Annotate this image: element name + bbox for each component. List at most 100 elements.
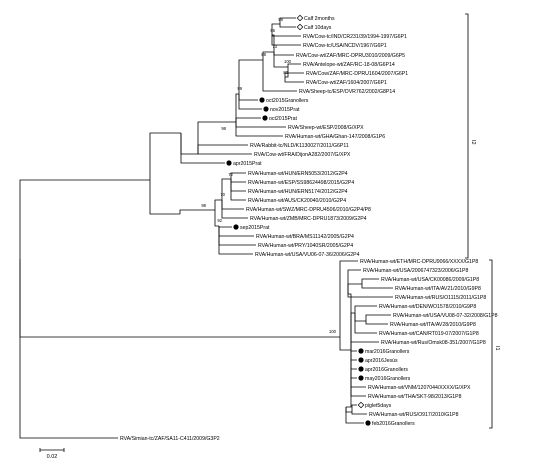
tree-branch — [262, 51, 274, 60]
tree-branch — [361, 278, 379, 284]
leaf-label: RVA/Sheep-wt/ESP/2008/G/XPX — [288, 125, 364, 131]
tree-branch — [149, 132, 181, 180]
tree-branch — [273, 52, 294, 56]
tree-branch — [221, 200, 248, 219]
sample-dot-marker — [365, 420, 371, 426]
leaf-label: RVA/Human-wt/ESP/SS98624498/2015/G2P4 — [248, 180, 354, 186]
leaf-label: Calf 2months — [304, 16, 335, 22]
leaf-label: apr2015Prat — [233, 161, 262, 167]
tree-branch — [273, 52, 288, 68]
tree-branch — [350, 350, 366, 397]
tree-branch — [351, 412, 367, 415]
sample-dot-marker — [259, 97, 265, 103]
bootstrap-value: 95 — [270, 28, 275, 33]
clade-label: I1 — [494, 346, 500, 351]
tree-branch — [218, 226, 232, 228]
leaf-label: RVA/Simian-tc/ZAF/SA11-C411/2009/G3P2 — [120, 436, 220, 442]
leaf-label: RVA/Cow-tc/IND/CR231/39/1994-1997/G6P1 — [303, 34, 407, 40]
sample-dot-marker — [263, 106, 269, 112]
leaf-label: RVA/Cow-wt/ZAF/MRC-DPRU3010/2009/G6P5 — [296, 53, 405, 59]
bootstrap-value: 88 — [261, 52, 266, 57]
tree-branch — [180, 133, 225, 164]
tree-branch — [197, 144, 248, 154]
tree-branch — [197, 121, 236, 154]
tree-branch — [238, 94, 258, 101]
bootstrap-value: 99 — [278, 17, 283, 22]
clade-bracket — [489, 259, 493, 429]
leaf-label: RVA/Cow-wt/ZAF/1604/2007/G6P1 — [306, 80, 387, 86]
leaf-label: RVA/Human-wt/ITA/AV21/2010/G9P8 — [395, 286, 481, 292]
tree-branch — [351, 404, 357, 412]
leaf-label: RVA/Antelope-wt/ZAF/RC-18-08/G6P14 — [303, 62, 395, 68]
tree-branch — [230, 179, 246, 183]
leaf-label: RVA/Cow-tc/USA/NCDV/1967/G6P1 — [303, 43, 387, 49]
tree-branch — [272, 34, 275, 52]
scale-bar: 0.02 — [39, 448, 65, 460]
leaf-label: mar2016Granollers — [365, 349, 410, 355]
tree-branch — [19, 179, 150, 259]
bootstrap-value: 73 — [272, 44, 277, 49]
tree-branch — [354, 313, 377, 334]
tree-branch — [19, 259, 118, 439]
tree-branch — [238, 94, 262, 110]
tree-branch — [350, 312, 355, 350]
sample-dot-marker — [358, 366, 364, 372]
leaf-label: oct2015Granollers — [266, 98, 309, 104]
tree-branch — [214, 210, 219, 227]
leaf-label: RVA/Human-wt/PRY/1040SR/2005/G2P4 — [258, 243, 353, 249]
tree-branch — [238, 59, 263, 94]
tree-branch — [346, 350, 352, 408]
tree-branch — [350, 350, 357, 361]
leaf-label: RVA/Human-wt/THA/SKT-98/2013/G1P8 — [368, 394, 462, 400]
sample-diamond-marker — [357, 401, 365, 409]
leaf-label: RVA/Human-wt/HUN/ERN5053/2012/G2P4 — [248, 171, 348, 177]
tree-branch — [230, 179, 246, 201]
tree-branch — [347, 283, 362, 294]
tree-branch — [279, 24, 296, 28]
leaf-label: feb2016Granollers — [372, 421, 415, 427]
tree-branch — [180, 133, 198, 155]
leaf-label: RVA/Sheep-tc/ESP/OVR762/2002/G8P14 — [299, 89, 395, 95]
tree-branch — [339, 337, 351, 351]
sample-dot-marker — [358, 357, 364, 363]
leaf-label: RVA/Human-wt/Rus/Omsk08-351/2007/G1P8 — [381, 340, 486, 346]
leaf-label: RVA/Human-wt/USA/VU08-07-32/2008/G1P8 — [393, 313, 498, 319]
tree-branch — [354, 305, 377, 313]
leaf-label: RVA/Rabbit-tc/NLD/K1130027/2011/G6P11 — [250, 143, 349, 149]
tree-branch — [235, 122, 286, 128]
bootstrap-value: 100 — [284, 59, 292, 64]
leaf-label: RVA/Human-wt/BRA/MS11142/2005/G2P4 — [256, 234, 354, 240]
tree-branch — [271, 35, 301, 46]
leaf-label: RVA/Human-wt/USA/CK00086/2009/G1P8 — [381, 277, 479, 283]
leaf-label: apr2016Granollers — [365, 367, 408, 373]
tree-branch — [218, 226, 253, 255]
bootstrap-value: 99 — [237, 86, 242, 91]
bootstrap-value: 70 — [220, 192, 225, 197]
tree-branch — [287, 63, 301, 67]
tree-branch — [354, 313, 366, 322]
bootstrap-value: 80 — [283, 70, 288, 75]
sample-dot-marker — [358, 348, 364, 354]
leaf-label: Calf 10days — [304, 25, 332, 31]
bootstrap-value: 98 — [221, 126, 226, 131]
tree-branch — [235, 93, 239, 122]
tree-branch — [285, 67, 289, 78]
tree-branch — [271, 23, 280, 35]
leaf-label: RVA/Human-wt/VNM/1207044/XXXX/G/XPX — [368, 385, 471, 391]
leaf-label: RVA/Human-wt/RUS/O1115/2011/G1P8 — [395, 295, 486, 301]
tree-branch — [149, 180, 180, 215]
leaf-label: may2016Granollers — [365, 376, 411, 382]
tree-branch — [271, 35, 301, 37]
leaf-label: RVA/Human-wt/USA/VU06-07-36/2006/G2P4 — [255, 252, 360, 258]
tree-branch — [214, 199, 222, 210]
tree-branch — [230, 179, 246, 192]
tree-branch — [179, 209, 215, 214]
leaf-label: sep2015Prat — [240, 225, 270, 231]
clade-bracket — [465, 13, 469, 259]
bootstrap-value: 72 — [228, 172, 233, 177]
sample-diamond-marker — [296, 23, 304, 31]
tree-branch — [365, 314, 391, 321]
